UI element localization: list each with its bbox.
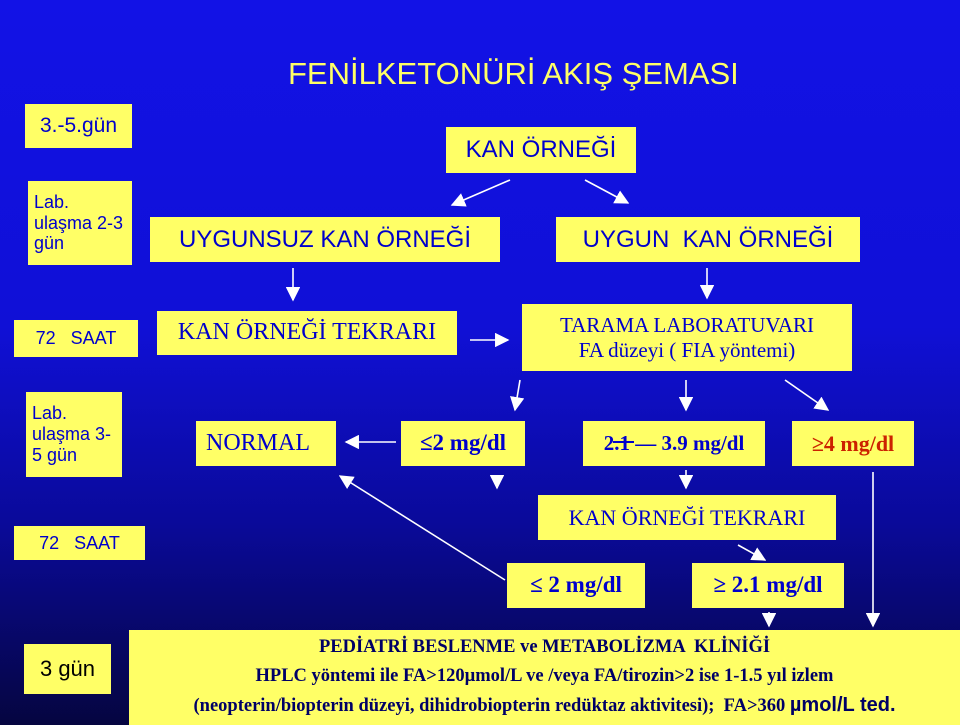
clinic-hplc-line: HPLC yöntemi ile FA>120µmol/L ve /veya F… (255, 665, 834, 686)
arrow-lab-to-ge4 (784, 379, 830, 411)
page-title: FENİLKETONÜRİ AKIŞ ŞEMASI (288, 56, 739, 91)
node-ge-4: ≥4 mg/dl (792, 421, 914, 466)
label-72-hours-a-text: 72 SAAT (35, 328, 117, 349)
node-screening-lab-line1: TARAMA LABORATUVARI (559, 313, 815, 338)
node-le-2-b-text: ≤ 2 mg/dl (530, 572, 622, 598)
node-normal-text: NORMAL (206, 429, 311, 456)
arrow-sample-to-unsuitable (450, 179, 511, 207)
label-72-hours-b: 72 SAAT (14, 526, 145, 560)
node-blood-sample-text: KAN ÖRNEĞİ (465, 136, 617, 164)
node-unsuitable-sample-text: UYGUNSUZ KAN ÖRNEĞİ (178, 225, 472, 253)
arrow-lab-to-le2 (510, 379, 525, 412)
node-ge-2-1-text: ≥ 2.1 mg/dl (713, 572, 823, 598)
clinic-followup-text: (neopterin/biopterin düzeyi, dihidrobiop… (193, 696, 790, 717)
arrow-le2b-to-normal (338, 475, 506, 581)
label-72-hours-b-text: 72 SAAT (39, 532, 120, 553)
node-repeat-sample-text: KAN ÖRNEĞİ TEKRARI (177, 319, 437, 346)
node-ge-4-text: ≥4 mg/dl (811, 430, 895, 456)
clinic-treatment-threshold: µmol/L ted. (789, 694, 896, 717)
label-lab-transport-2-3-text: Lab. ulaşma 2-3 gün (34, 191, 124, 254)
node-suitable-sample: UYGUN KAN ÖRNEĞİ (556, 217, 860, 262)
node-le-2: ≤2 mg/dl (401, 421, 525, 466)
node-range-2-1-3-9: 2.1 — 3.9 mg/dl (583, 421, 765, 466)
node-normal: NORMAL (196, 421, 336, 466)
node-unsuitable-sample: UYGUNSUZ KAN ÖRNEĞİ (150, 217, 500, 262)
arrow-sample-to-suitable (584, 179, 630, 204)
label-day-3-5-text: 3.-5.gün (39, 113, 118, 137)
node-le-2-text: ≤2 mg/dl (419, 430, 507, 456)
node-suitable-sample-text: UYGUN KAN ÖRNEĞİ (582, 225, 834, 253)
node-screening-lab: TARAMA LABORATUVARI FA düzeyi ( FIA yönt… (522, 304, 852, 371)
label-day-3-text: 3 gün (39, 656, 96, 682)
label-lab-transport-2-3: Lab. ulaşma 2-3 gün (28, 181, 132, 265)
node-blood-sample: KAN ÖRNEĞİ (446, 127, 636, 173)
node-repeat-sample-2: KAN ÖRNEĞİ TEKRARI (538, 495, 836, 540)
label-day-3-5: 3.-5.gün (25, 104, 132, 148)
node-le-2-b: ≤ 2 mg/dl (507, 563, 645, 608)
node-repeat-sample-2-text: KAN ÖRNEĞİ TEKRARI (568, 504, 806, 530)
label-lab-transport-3-5-text: Lab. ulaşma 3-5 gün (32, 403, 112, 465)
node-repeat-sample: KAN ÖRNEĞİ TEKRARI (157, 311, 457, 355)
node-screening-lab-line2: FA düzeyi ( FIA yöntemi) (578, 337, 796, 362)
clinic-title: PEDİATRİ BESLENME ve METABOLİZMA KLİNİĞİ (318, 637, 771, 658)
clinic-info-box: PEDİATRİ BESLENME ve METABOLİZMA KLİNİĞİ… (129, 630, 960, 725)
node-range-2-1-3-9-text: 2.1 — 3.9 mg/dl (603, 431, 745, 456)
arrow-repeat2-to-ge21 (737, 544, 767, 561)
label-lab-transport-3-5: Lab. ulaşma 3-5 gün (26, 392, 122, 477)
clinic-followup-line: (neopterin/biopterin düzeyi, dihidrobiop… (194, 694, 896, 717)
label-day-3: 3 gün (24, 644, 111, 694)
label-72-hours-a: 72 SAAT (14, 320, 138, 357)
node-ge-2-1: ≥ 2.1 mg/dl (692, 563, 844, 608)
